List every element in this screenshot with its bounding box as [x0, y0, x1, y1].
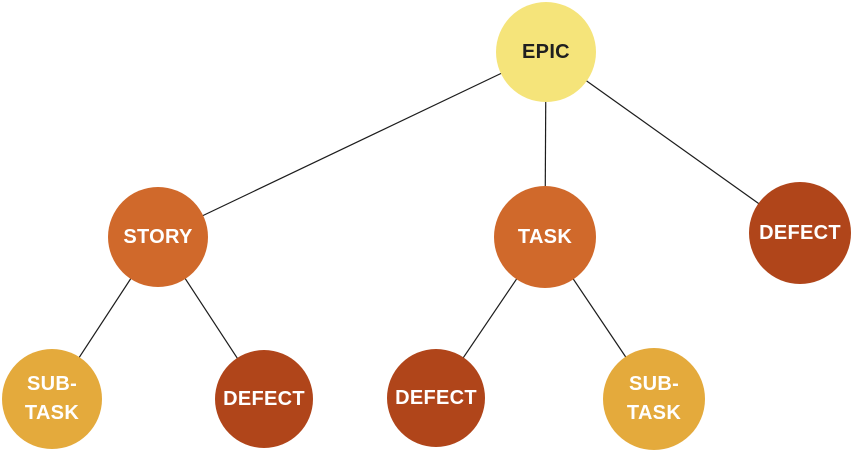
node-label: EPIC: [522, 40, 570, 63]
node-label: SUB- TASK: [626, 373, 682, 424]
node-label: DEFECT: [223, 387, 305, 410]
node-story: STORY: [108, 187, 208, 287]
node-label: TASK: [517, 225, 573, 248]
edge-epic-story: [157, 51, 547, 238]
node-defect-center: DEFECT: [387, 349, 485, 447]
node-label: DEFECT: [759, 221, 841, 244]
node-epic: EPIC: [496, 2, 596, 102]
node-label: DEFECT: [395, 386, 477, 409]
node-label: STORY: [123, 225, 193, 248]
node-subtask-right: SUB- TASK: [603, 348, 705, 450]
node-task: TASK: [494, 186, 596, 288]
node-defect-left: DEFECT: [215, 350, 313, 448]
node-label: SUB- TASK: [24, 373, 80, 424]
node-defect-right: DEFECT: [749, 182, 851, 284]
node-subtask-left: SUB- TASK: [2, 349, 102, 449]
